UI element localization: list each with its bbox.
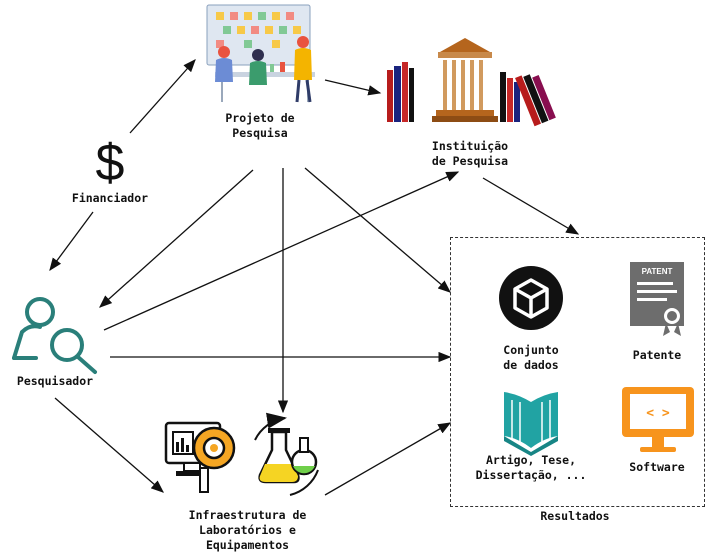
dollar-icon: $	[96, 134, 125, 192]
label-instituicao: Instituição de Pesquisa	[431, 139, 509, 168]
arrow-infraestrutura-resultados	[324, 422, 452, 496]
results-container	[450, 237, 705, 507]
researcher-search-icon	[12, 297, 97, 374]
label-conjunto-dados: Conjunto de dados	[503, 343, 559, 372]
label-artigo-tese: Artigo, Tese, Dissertação, ...	[475, 453, 587, 482]
lab-equipment-icon	[164, 421, 236, 493]
label-resultados: Resultados	[540, 509, 610, 523]
arrow-instituicao-resultados	[482, 177, 580, 235]
arrow-pesquisador-instituicao	[103, 171, 460, 331]
software-monitor-icon	[622, 387, 694, 452]
label-financiador: Financiador	[71, 191, 149, 205]
label-patente: Patente	[632, 348, 682, 362]
code-brackets-icon: < >	[646, 406, 670, 421]
arrow-projeto-instituicao	[324, 79, 382, 96]
research-team-icon	[206, 4, 315, 103]
arrow-financiador-pesquisador	[49, 211, 94, 272]
patent-document-icon	[630, 262, 684, 336]
arrow-projeto-resultados	[304, 167, 451, 293]
institution-building-icon	[387, 38, 556, 127]
arrow-projeto-pesquisador	[99, 169, 254, 308]
label-projeto: Projeto de Pesquisa	[225, 111, 295, 140]
open-book-icon	[504, 392, 558, 456]
arrow-pesquisador-infraestrutura	[54, 397, 164, 493]
label-pesquisador: Pesquisador	[16, 374, 94, 388]
dataset-cube-icon	[499, 266, 563, 330]
label-software: Software	[629, 460, 685, 474]
label-infraestrutura: Infraestrutura de Laboratórios e Equipam…	[188, 508, 307, 552]
chemistry-flask-icon	[254, 412, 319, 496]
arrow-financiador-projeto	[129, 59, 196, 134]
patent-tag-label: PATENT	[642, 267, 673, 276]
